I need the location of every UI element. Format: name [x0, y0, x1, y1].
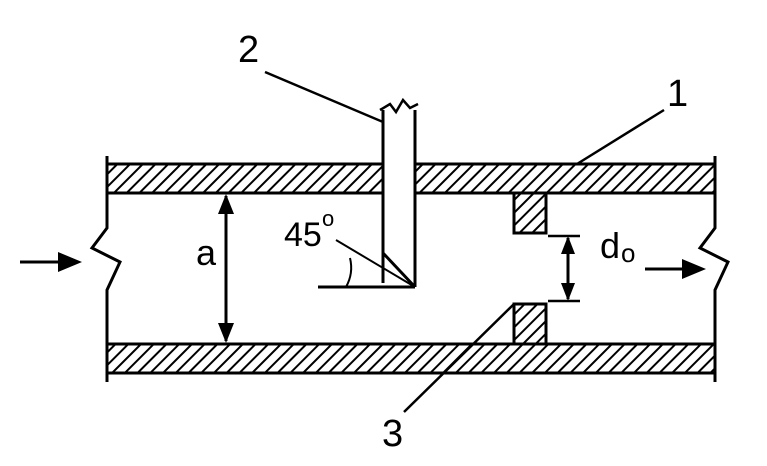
probe-tube — [318, 97, 419, 289]
lower-wall — [105, 342, 717, 375]
dimension-a-label: a — [196, 232, 217, 273]
orifice-plate — [512, 191, 548, 346]
angle-leg-line — [335, 239, 416, 288]
label-part-3: 3 — [382, 413, 403, 455]
leader-2 — [264, 70, 384, 124]
angle-arc — [345, 257, 353, 288]
angle-label: 45 — [284, 216, 322, 254]
outlet-arrow — [645, 259, 706, 279]
dim-do-arrow-bottom — [561, 283, 575, 301]
label-part-1: 1 — [667, 73, 688, 115]
pipe-body — [89, 156, 730, 382]
right-break-line — [697, 156, 730, 382]
dim-a-arrow-top — [218, 194, 234, 214]
leader-3 — [403, 303, 515, 413]
inlet-arrow — [20, 252, 82, 272]
orifice-dimension — [548, 234, 580, 303]
upper-wall-left — [105, 162, 385, 195]
outlet-diameter-label: d — [600, 225, 620, 266]
leader-1 — [576, 108, 665, 166]
probe-break-top — [379, 97, 419, 115]
angle-degree-mark: o — [322, 206, 334, 231]
probe-bevel — [381, 251, 417, 289]
orifice-top-block — [512, 191, 548, 235]
dim-a-arrow-bottom — [218, 323, 234, 343]
left-break-line — [89, 156, 122, 382]
orifice-bottom-block — [512, 302, 548, 346]
dim-do-arrow-top — [561, 236, 575, 254]
dimension-a: a — [196, 194, 234, 343]
label-part-2: 2 — [238, 29, 259, 71]
outlet-diameter-subscript: o — [621, 238, 635, 268]
upper-wall-right — [413, 162, 717, 195]
